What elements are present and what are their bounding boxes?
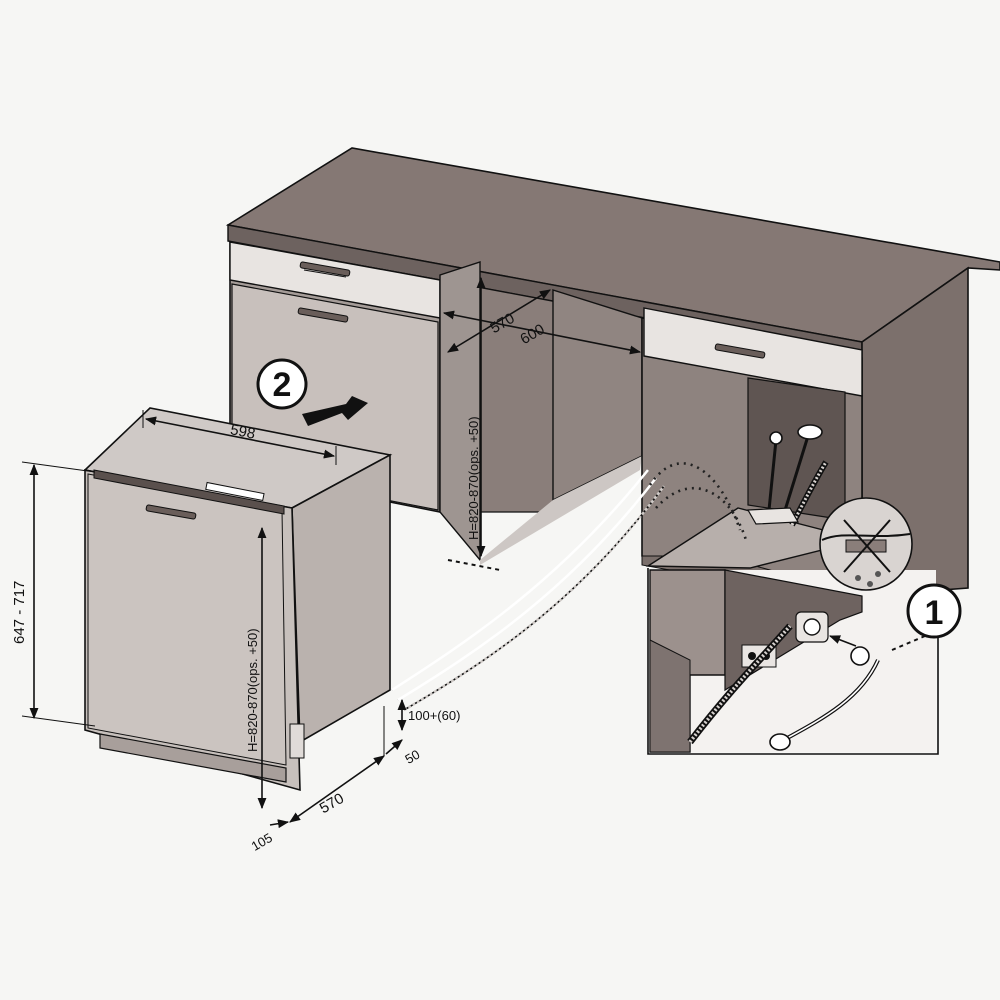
width-dim-line (144, 416, 336, 459)
niche-height-label: H=820-870(ops. +50) (466, 416, 481, 540)
door-handle-bar (297, 307, 349, 323)
plinth-dim-label: 100+(60) (408, 708, 460, 723)
niche-floor-guide (447, 559, 501, 571)
depth-dim-line (289, 755, 385, 823)
offset-dim-label: 105 (249, 830, 275, 854)
niche-dimensions: 570 600 H=820-870(ops. +50) (442, 276, 642, 571)
detail-circle (819, 497, 913, 591)
right-cabinet-opening (747, 377, 846, 521)
dishwasher-handle (145, 504, 197, 520)
niche-depth-line (447, 289, 551, 353)
right-drawer-handle (714, 343, 766, 359)
gap-dim-label: 50 (402, 747, 422, 767)
step-2-marker: 2 (256, 358, 368, 426)
niche-floor-shadow (480, 456, 642, 565)
dishwasher-plinth (99, 733, 287, 783)
width-dim-label: 598 (229, 421, 257, 442)
depth-dim-label: 570 (317, 790, 347, 817)
drawer-handle-bar (299, 261, 351, 277)
drawer-handle (303, 269, 347, 278)
height-dim-label: 647 - 717 (11, 581, 28, 644)
dishwasher-side (291, 453, 391, 744)
step-1-number: 1 (925, 594, 944, 632)
sink-fittings (746, 424, 829, 527)
niche-height-dim-label: H=820-870(ops. +50) (245, 628, 260, 752)
step-1-marker: 1 (906, 583, 962, 639)
dishwasher (83, 407, 393, 792)
hoses (391, 462, 748, 712)
step-1-inset (647, 568, 939, 755)
step-2-number: 2 (273, 366, 292, 404)
step-2-arrow (302, 396, 368, 426)
